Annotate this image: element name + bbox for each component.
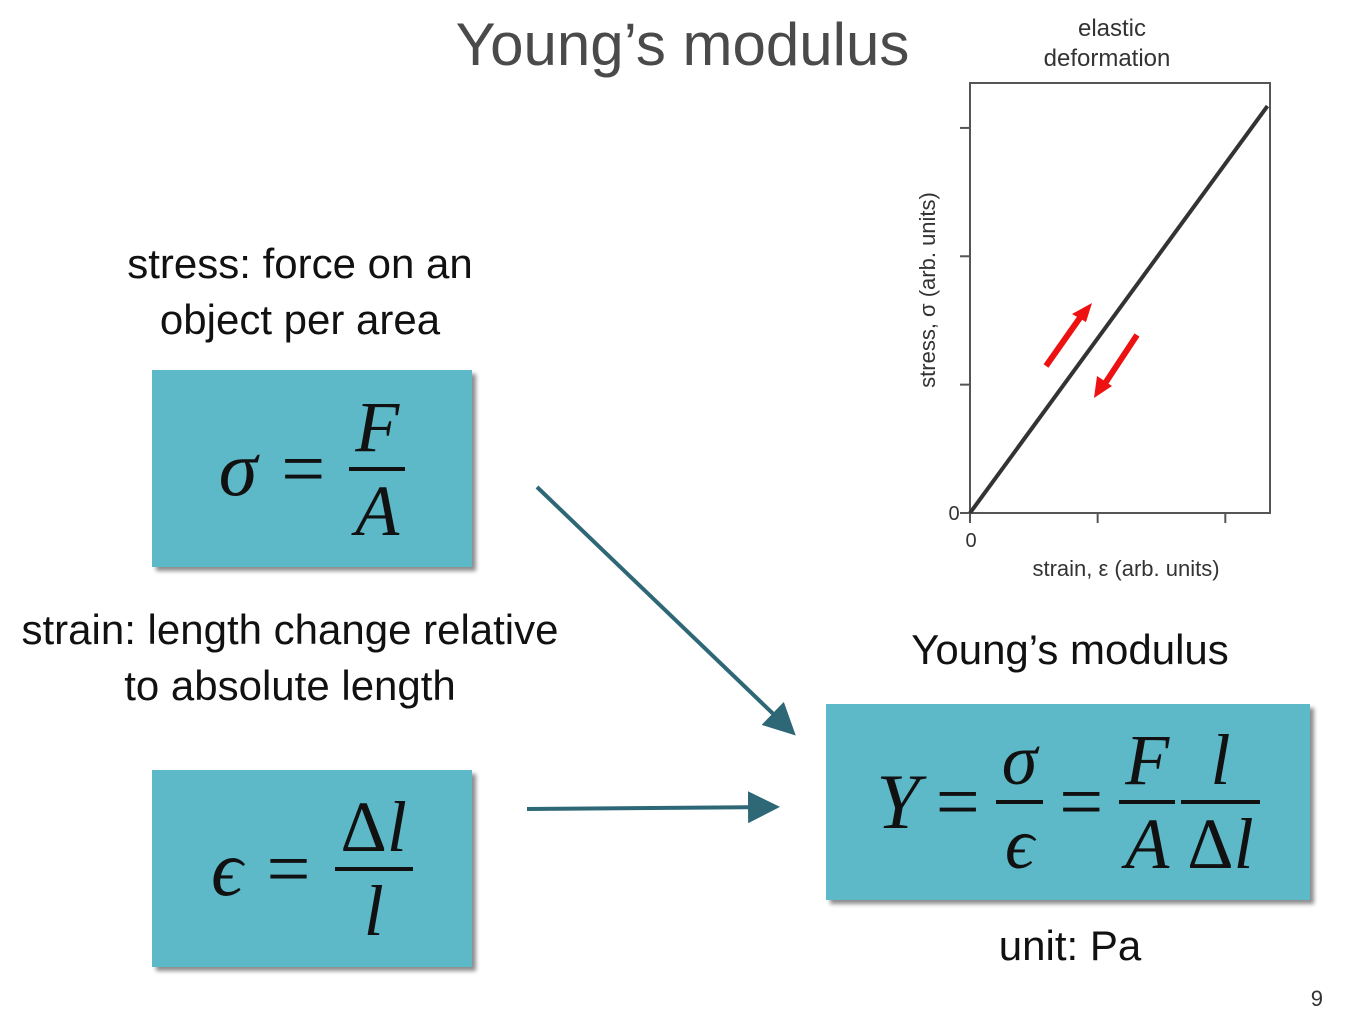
- equals-sign-1: =: [935, 758, 980, 845]
- chart-title-line1: elastic: [1078, 15, 1146, 42]
- x-axis-label: strain, ε (arb. units): [1032, 556, 1219, 581]
- denominator-area: A: [1125, 804, 1170, 884]
- equals-sign: =: [281, 424, 326, 512]
- epsilon-symbol: ϵ: [211, 824, 243, 912]
- numerator-delta-length: Δl: [335, 787, 413, 867]
- stress-label-line1: stress: force on an: [127, 240, 473, 287]
- chart-title-line2: deformation: [1044, 45, 1171, 72]
- y-tick-label-zero: 0: [948, 503, 959, 525]
- denominator-length: l: [363, 870, 384, 951]
- numerator-length: l: [1210, 720, 1231, 800]
- stress-strain-line: [968, 104, 1270, 515]
- stress-label: stress: force on an object per area: [60, 236, 540, 348]
- strain-equation: ϵ = Δl l: [211, 787, 413, 951]
- x-tick-label-zero: 0: [965, 530, 976, 552]
- fraction-bar: [995, 800, 1044, 804]
- denominator-delta-length: Δl: [1181, 804, 1259, 884]
- delta-symbol: Δ: [340, 786, 387, 867]
- stress-label-line2: object per area: [159, 296, 441, 343]
- slide-title: Young’s modulus: [455, 11, 910, 78]
- delta-length-over-length-fraction: Δl l: [334, 787, 413, 951]
- equals-sign: =: [266, 824, 311, 912]
- strain-label: strain: length change relative to absolu…: [0, 602, 590, 714]
- length-symbol: l: [1233, 804, 1254, 884]
- length-symbol: l: [386, 786, 407, 867]
- equals-sign-2: =: [1059, 758, 1104, 845]
- y-axis-ticks: [960, 126, 970, 514]
- y-axis-label: stress, σ (arb. units): [915, 192, 940, 388]
- fraction-bar: [334, 866, 413, 871]
- stress-equation-box: σ = F A: [152, 370, 472, 567]
- force-over-area-fraction: F A: [1119, 720, 1176, 884]
- plot-frame: [969, 82, 1271, 514]
- stress-equation: σ = F A: [218, 386, 406, 551]
- numerator-force: F: [355, 386, 400, 467]
- loading-arrow-head: [1072, 303, 1092, 322]
- unloading-arrow-shaft: [1099, 333, 1140, 390]
- unloading-arrow-head: [1094, 376, 1112, 398]
- force-over-area-fraction: F A: [349, 386, 406, 551]
- fraction-bar: [1119, 800, 1176, 804]
- stress-strain-chart: elastic deformation 0 0 strain, ε (arb. …: [915, 15, 1271, 581]
- y-symbol: Y: [876, 758, 920, 845]
- strain-label-line2: to absolute length: [124, 662, 456, 709]
- length-over-delta-length-fraction: l Δl: [1181, 720, 1260, 884]
- strain-equation-box: ϵ = Δl l: [152, 770, 472, 967]
- unit-label: unit: Pa: [998, 922, 1142, 969]
- denominator-area: A: [355, 470, 400, 551]
- youngs-modulus-label: Young’s modulus: [911, 626, 1229, 673]
- sigma-over-epsilon-fraction: σ ϵ: [995, 720, 1044, 884]
- fraction-bar: [1181, 800, 1260, 804]
- denominator-epsilon: ϵ: [1005, 804, 1035, 884]
- youngs-equation-box: Y = σ ϵ = F A l Δl: [826, 704, 1310, 900]
- delta-symbol: Δ: [1187, 804, 1234, 884]
- numerator-sigma: σ: [1001, 720, 1038, 800]
- loading-unloading-arrows: [1043, 303, 1140, 398]
- page-number: 9: [1310, 986, 1323, 1011]
- fraction-bar: [349, 466, 406, 471]
- strain-label-line1: strain: length change relative: [21, 606, 559, 653]
- x-axis-ticks: [969, 513, 1227, 523]
- loading-arrow-shaft: [1043, 310, 1087, 368]
- stress-to-modulus-arrow: [535, 485, 796, 736]
- sigma-symbol: σ: [218, 424, 258, 512]
- numerator-force: F: [1125, 720, 1170, 800]
- youngs-equation: Y = σ ϵ = F A l Δl: [876, 720, 1260, 884]
- strain-to-modulus-arrow: [526, 791, 780, 824]
